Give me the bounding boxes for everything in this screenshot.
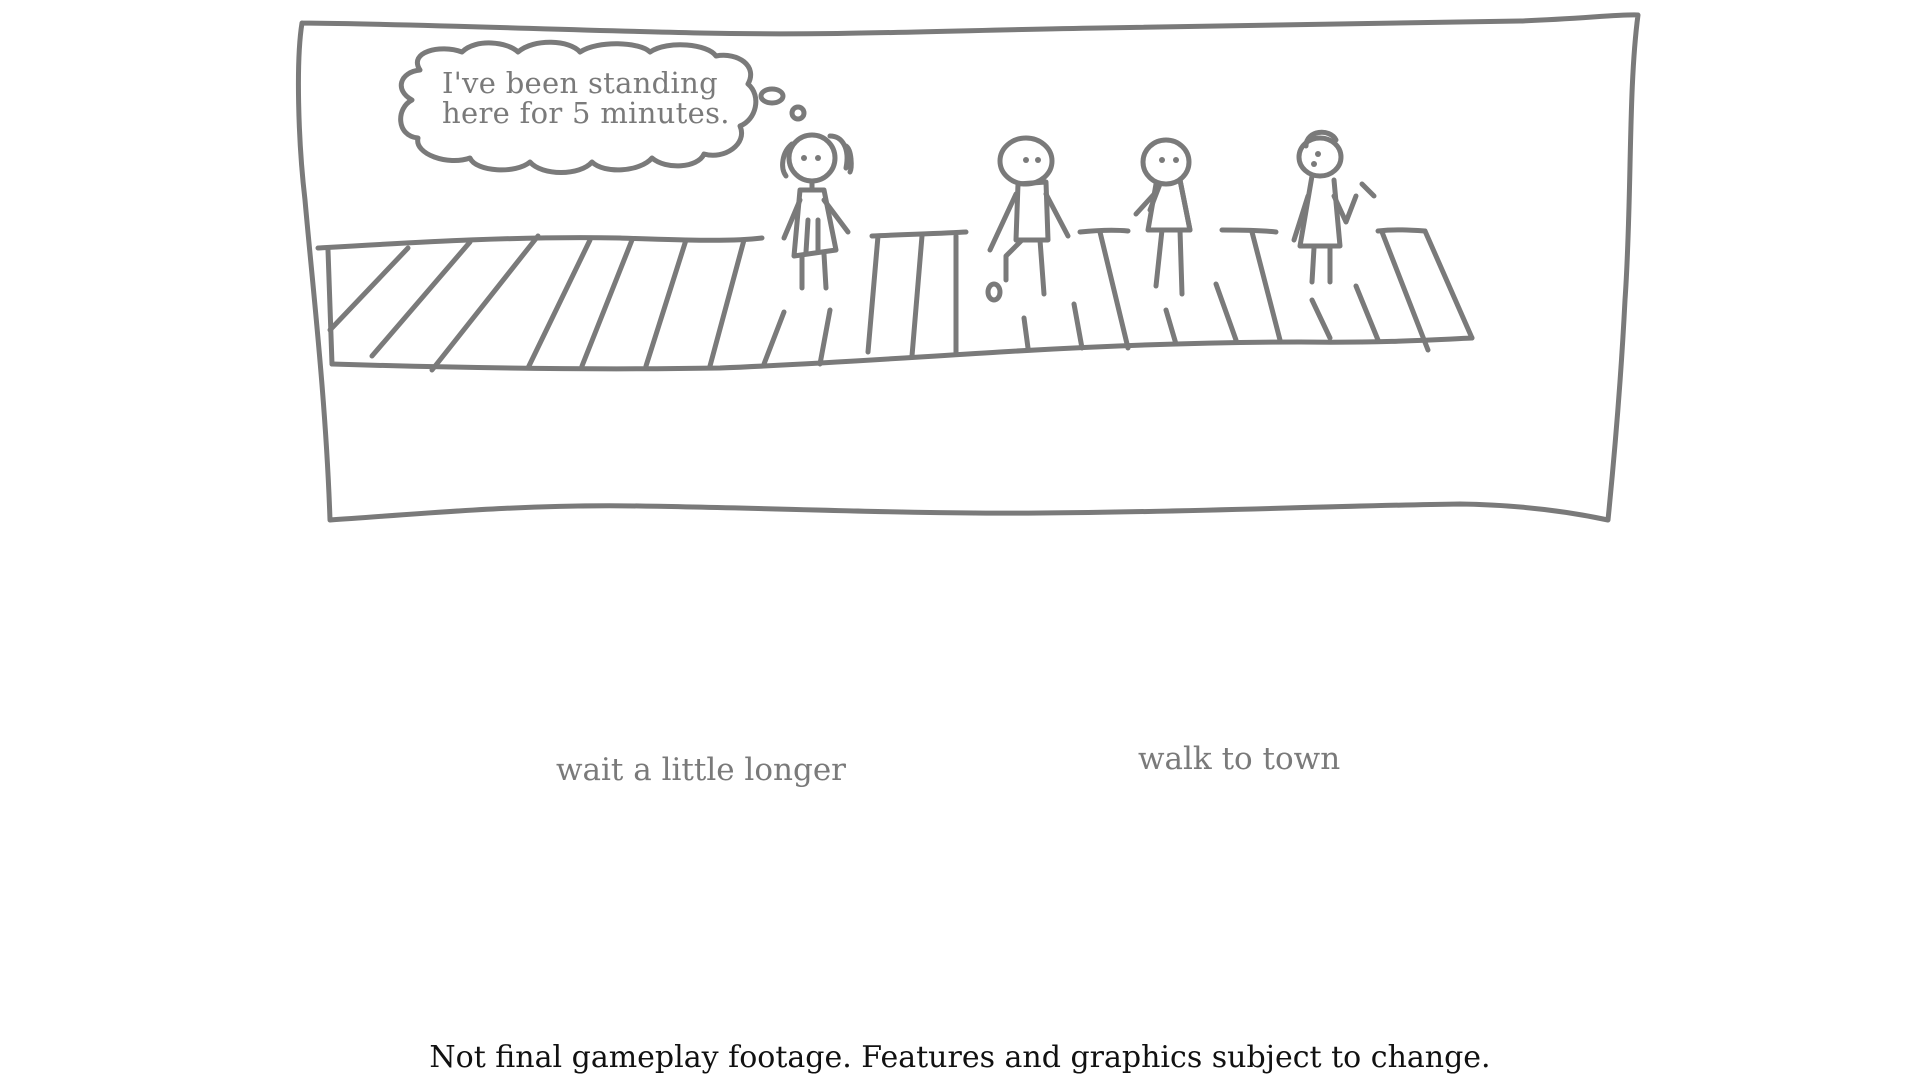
crosswalk-bottom-edge	[329, 335, 1475, 372]
thought-line-2: here for 5 minutes.	[442, 96, 730, 130]
character-faces	[801, 151, 1321, 167]
character-thinker	[1133, 137, 1193, 297]
thought-bubble-outline	[398, 39, 759, 175]
panel-frame	[295, 12, 1641, 523]
crosswalk-right-edge	[1422, 228, 1475, 341]
thought-bubble-dot-large	[758, 86, 786, 106]
thought-line-1: I've been standing	[442, 66, 718, 100]
thought-bubble-text: I've been standing here for 5 minutes.	[442, 68, 762, 128]
character-girl-ponytail	[780, 132, 854, 291]
choice-walk-button[interactable]: walk to town	[1138, 741, 1341, 777]
footer-disclaimer: Not final gameplay footage. Features and…	[429, 1040, 1491, 1075]
thought-bubble-dot-small	[789, 104, 807, 122]
crosswalk-left-edge	[325, 247, 335, 367]
crosswalk-top-edge	[315, 227, 1428, 251]
character-walker	[985, 135, 1071, 303]
choice-wait-button[interactable]: wait a little longer	[556, 752, 846, 788]
character-dress	[1291, 129, 1377, 285]
crosswalk-stripes	[327, 229, 1431, 373]
